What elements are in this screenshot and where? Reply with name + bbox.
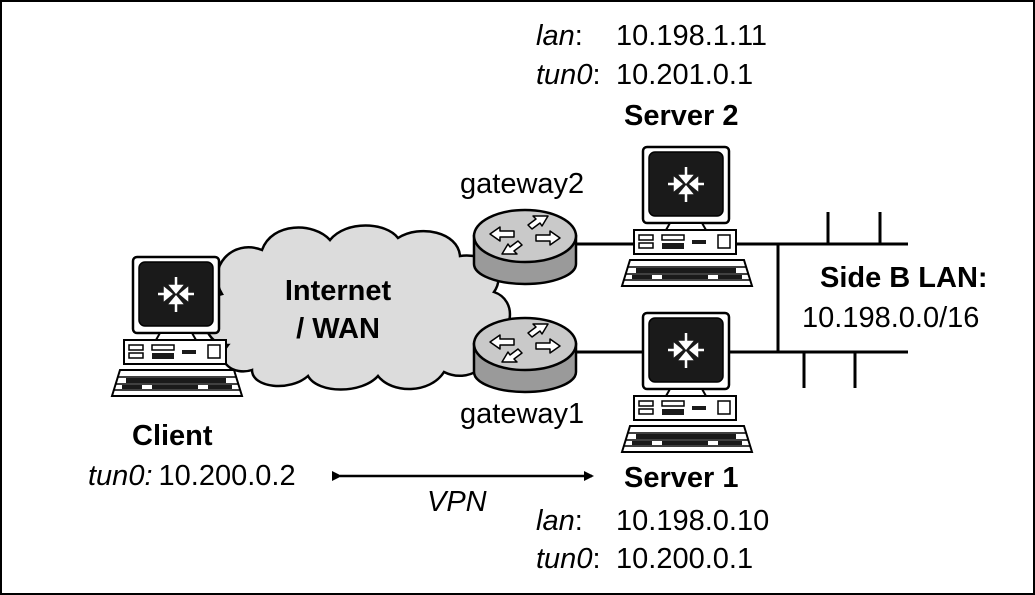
internet-label-line1: Internet — [284, 275, 392, 307]
server1-lan-sep: : — [574, 505, 583, 537]
network-lines — [574, 212, 908, 388]
internet-cloud-icon — [203, 224, 511, 391]
server1-lan-ip: 10.198.0.10 — [616, 505, 770, 537]
internet-label-line2: / WAN — [296, 313, 380, 345]
server1-tun-ip: 10.200.0.1 — [616, 543, 754, 575]
gateway2-label: gateway2 — [460, 168, 585, 200]
server2-lan-key: lan — [536, 20, 575, 52]
server1-tun-sep: : — [592, 543, 601, 575]
server2-tun-ip: 10.201.0.1 — [616, 59, 754, 91]
client-tun-ip: 10.200.0.2 — [158, 460, 296, 492]
server1-tun-line: tun0: — [536, 543, 601, 575]
side-b-lan-subnet: 10.198.0.0/16 — [802, 302, 980, 334]
client-title: Client — [132, 420, 213, 452]
gateway1-label: gateway1 — [460, 398, 585, 430]
gateway2-router-icon — [472, 208, 578, 286]
server2-lan-ip: 10.198.1.11 — [616, 20, 768, 52]
server2-lan-line: lan: — [536, 20, 583, 52]
server2-tun-line: tun0: — [536, 59, 601, 91]
server1-title: Server 1 — [624, 462, 739, 494]
server1-lan-key: lan — [536, 505, 575, 537]
server2-title: Server 2 — [624, 100, 739, 132]
server2-lan-sep: : — [574, 20, 583, 52]
vpn-label: VPN — [427, 486, 487, 518]
server2-tun-key: tun0 — [536, 59, 593, 91]
client-tun-key: tun0: — [88, 460, 153, 492]
server2-tun-sep: : — [592, 59, 601, 91]
side-b-lan-title: Side B LAN: — [820, 262, 988, 294]
gateway1-router-icon — [472, 316, 578, 394]
client-tun-line: tun0:10.200.0.2 — [88, 460, 296, 492]
server1-lan-line: lan: — [536, 505, 583, 537]
server1-tun-key: tun0 — [536, 543, 593, 575]
